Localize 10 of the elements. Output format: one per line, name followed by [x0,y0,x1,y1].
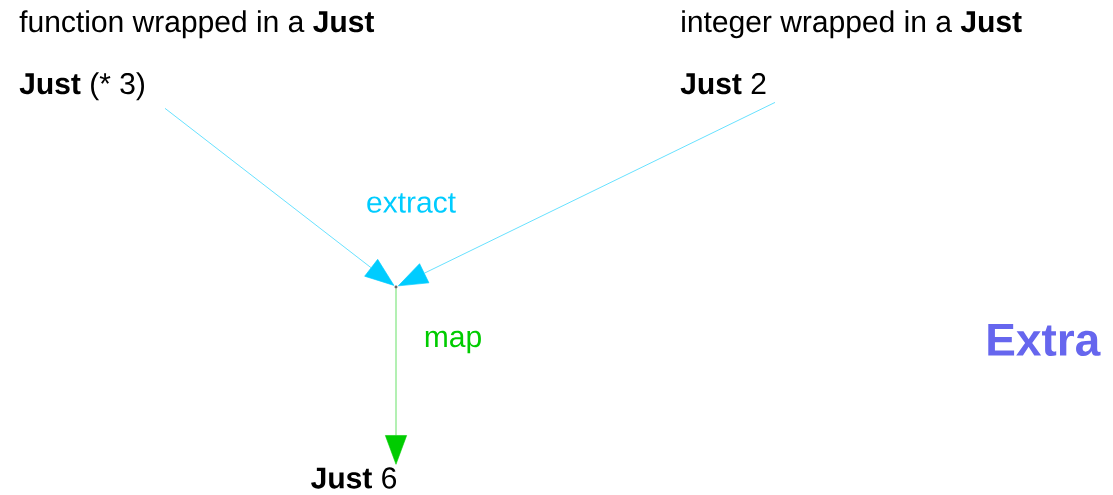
text-label: function wrapped in a Just Just (* 3) [19,10,375,101]
arrow [398,102,776,287]
arrow [385,288,407,465]
text-label: Just 6 [311,467,397,489]
junction-point [394,285,398,289]
edge-label: extract [367,193,456,213]
heading: Extra [988,323,1101,357]
arrow [164,108,395,286]
edge-label: map [425,330,481,354]
text-label: integer wrapped in a Just Just 2 [680,10,1022,95]
